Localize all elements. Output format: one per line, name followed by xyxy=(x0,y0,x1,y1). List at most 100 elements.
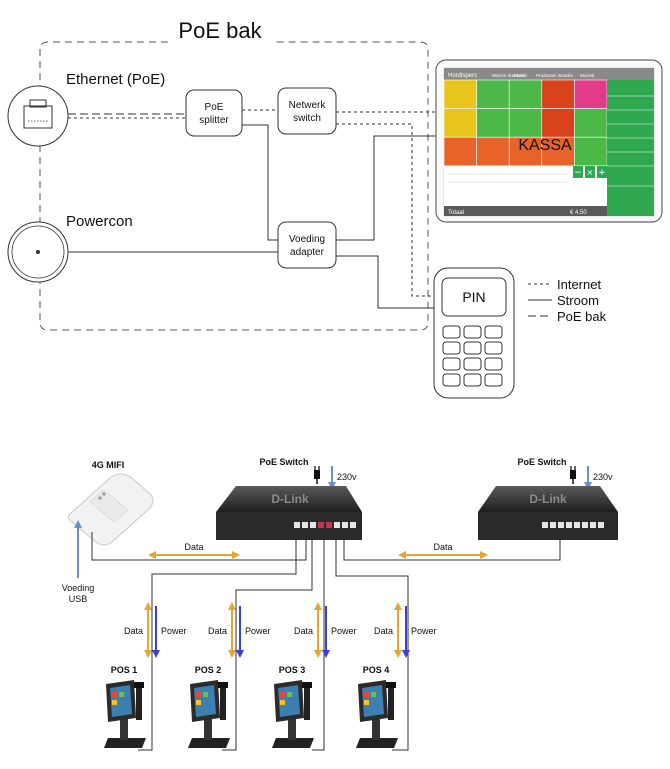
pos-label: POS 4 xyxy=(363,665,390,675)
switch-port xyxy=(550,522,556,528)
data-label-switches: Data xyxy=(433,542,452,552)
power-adapter-line2: adapter xyxy=(290,247,325,258)
power-plug-icon-2 xyxy=(570,466,576,484)
screen-tile xyxy=(443,79,477,109)
pin-key xyxy=(442,373,461,387)
pos-label: POS 1 xyxy=(111,665,138,675)
screen-tile xyxy=(476,136,510,167)
power-adapter-line1: Voeding xyxy=(289,234,325,245)
data-label: Data xyxy=(374,626,393,636)
pin-key xyxy=(484,325,503,339)
pin-terminal xyxy=(433,267,515,399)
screen-total-value: € 4,50 xyxy=(570,210,587,216)
pin-key xyxy=(463,341,482,355)
svg-text:+: + xyxy=(598,168,606,178)
switch-port xyxy=(350,522,356,528)
screen-tile xyxy=(508,108,543,138)
pin-key xyxy=(463,373,482,387)
power-label: Power xyxy=(331,626,357,636)
pin-key xyxy=(463,357,482,371)
power-plug-icon xyxy=(314,466,320,484)
data-label: Data xyxy=(294,626,313,636)
switch-port xyxy=(326,522,332,528)
network-switch-line2: switch xyxy=(293,113,321,124)
voeding-usb-line2: USB xyxy=(69,594,88,604)
power-adapter-box xyxy=(277,221,337,269)
power-label: Power xyxy=(161,626,187,636)
poe-switch-1: D-Link xyxy=(216,486,362,540)
switch1-label: PoE Switch xyxy=(259,457,308,467)
screen-tile xyxy=(541,79,575,109)
switch-port xyxy=(302,522,308,528)
poe-switch-2: D-Link xyxy=(478,486,618,540)
screen-tile xyxy=(443,136,477,167)
power-label: Power xyxy=(411,626,437,636)
screen-tile xyxy=(574,79,608,109)
screen-tile xyxy=(476,108,510,138)
mifi-label: 4G MIFI xyxy=(92,460,125,470)
legend-internet: Internet xyxy=(557,277,601,292)
data-label: Data xyxy=(208,626,227,636)
pin-key xyxy=(484,373,503,387)
pin-key xyxy=(442,325,461,339)
switch2-power-label: 230v xyxy=(593,472,613,482)
pin-key xyxy=(442,341,461,355)
switch-port xyxy=(318,522,324,528)
switch-port xyxy=(294,522,300,528)
powercon-label: Powercon xyxy=(66,213,133,230)
screen-tab: Warme dranken xyxy=(492,73,524,78)
switch-port xyxy=(342,522,348,528)
switch-port xyxy=(590,522,596,528)
screen-tile xyxy=(476,79,510,109)
pin-key xyxy=(484,341,503,355)
connection-lines xyxy=(68,109,436,309)
data-label: Data xyxy=(124,626,143,636)
poe-splitter-line1: PoE xyxy=(205,102,224,113)
poe-splitter-line2: splitter xyxy=(199,115,229,126)
screen-tile xyxy=(574,136,608,167)
legend-stroom: Stroom xyxy=(557,293,599,308)
screen-tab: Muziek xyxy=(580,73,595,78)
ethernet-port xyxy=(7,85,69,147)
mifi-device xyxy=(67,473,154,546)
screen-tab: Snacks xyxy=(558,73,574,78)
power-label: Power xyxy=(245,626,271,636)
screen-total-label: Totaal xyxy=(448,210,464,216)
switch1-power-label: 230v xyxy=(337,472,357,482)
switch1-brand: D-Link xyxy=(271,492,309,506)
switch2-brand: D-Link xyxy=(529,492,567,506)
screen-brand: Hordispers xyxy=(448,73,477,79)
powercon-connector xyxy=(7,221,69,283)
screen-tab: Koude xyxy=(514,73,528,78)
pin-key xyxy=(484,357,503,371)
kassa-label: KASSA xyxy=(518,137,572,154)
screen-tile xyxy=(508,79,543,109)
screen-tile xyxy=(541,136,575,167)
pos-label: POS 2 xyxy=(195,665,222,675)
switch-port xyxy=(566,522,572,528)
network-cables xyxy=(91,532,561,751)
pin-key xyxy=(463,325,482,339)
svg-text:−: − xyxy=(574,168,582,178)
poe-splitter-box xyxy=(185,89,243,137)
ethernet-label: Ethernet (PoE) xyxy=(66,71,165,88)
pos-label: POS 3 xyxy=(279,665,306,675)
pos-terminal xyxy=(188,680,230,748)
data-label-mifi: Data xyxy=(184,542,203,552)
screen-tab: Producten xyxy=(536,73,557,78)
screen-tiles xyxy=(443,79,608,167)
svg-text:×: × xyxy=(587,168,594,177)
poe-bak-enclosure xyxy=(39,41,429,331)
switch-port xyxy=(558,522,564,528)
switch2-label: PoE Switch xyxy=(517,457,566,467)
pin-label: PIN xyxy=(462,289,485,305)
switch-port xyxy=(334,522,340,528)
screen-tile xyxy=(574,108,608,138)
pos-terminal xyxy=(272,680,314,748)
poe-bak-title: PoE bak xyxy=(178,18,262,43)
switch-port xyxy=(598,522,604,528)
voeding-usb-line1: Voeding xyxy=(62,583,95,593)
network-switch-line1: Netwerk xyxy=(289,100,327,111)
